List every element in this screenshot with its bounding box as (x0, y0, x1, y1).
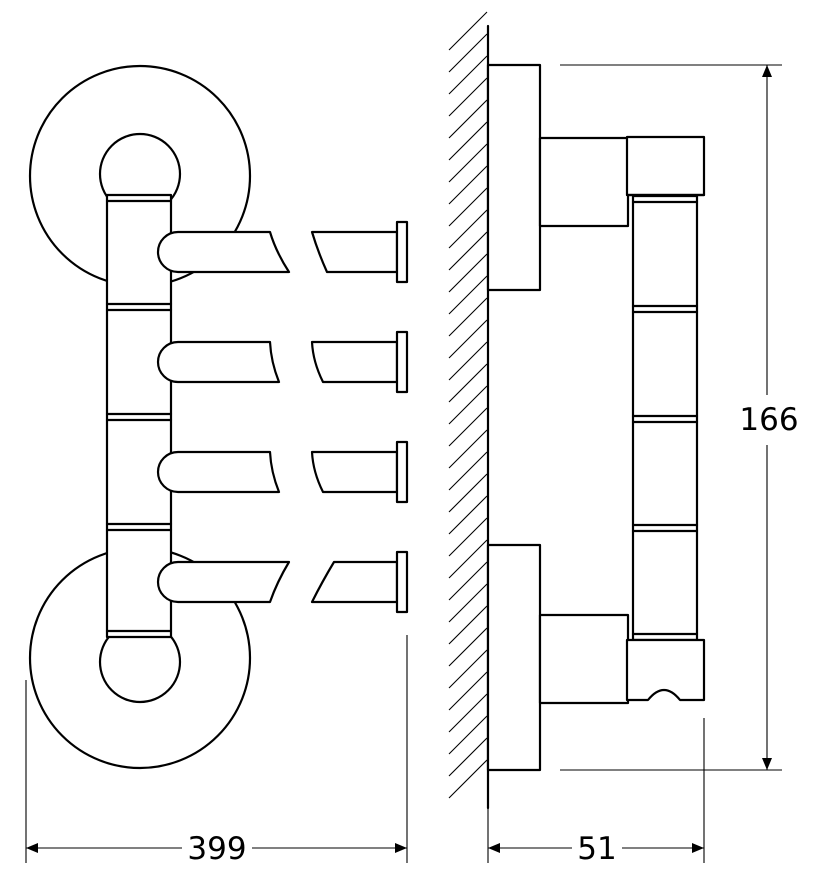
wall-hatch-line (448, 341, 488, 381)
wall-hatch-line (448, 11, 488, 51)
width-dimension: 399 (25, 635, 408, 867)
wall-hatch-line (448, 495, 488, 535)
side-view: 166 51 (448, 11, 799, 867)
wall-hatch-line (448, 55, 488, 95)
wall-hatch-line (448, 429, 488, 469)
wall-hatch-line (448, 473, 488, 513)
wall-hatch-line (448, 407, 488, 447)
wall-hatch-line (448, 561, 488, 601)
wall-hatch-line (448, 451, 488, 491)
top-bracket (538, 136, 630, 228)
wall-hatch-line (448, 121, 488, 161)
depth-label: 51 (577, 831, 616, 867)
wall-hatch-line (448, 275, 488, 315)
wall-hatch-line (448, 99, 488, 139)
rail-segments (631, 200, 699, 636)
wall-hatch-line (448, 209, 488, 249)
wall-hatch-line (448, 319, 488, 359)
wall-hatch-line (448, 33, 488, 73)
top-cap (625, 135, 706, 197)
wall-hatch-line (448, 187, 488, 227)
wall-hatch-line (448, 231, 488, 271)
wall-hatch-line (448, 649, 488, 689)
arm-1 (156, 220, 409, 284)
arm-3 (156, 440, 409, 504)
wall-hatch-line (448, 671, 488, 711)
wall-hatch-line (448, 77, 488, 117)
front-view: 399 (25, 64, 409, 867)
wall-hatch-line (448, 715, 488, 755)
depth-dimension: 51 (487, 718, 705, 867)
wall-hatch-line (448, 253, 488, 293)
post (105, 193, 173, 639)
wall-hatch-line (448, 539, 488, 579)
arm-2 (156, 330, 409, 394)
wall-hatch-line (448, 385, 488, 425)
bottom-mount-plate (486, 543, 542, 772)
wall-hatch-line (448, 759, 488, 799)
bottom-bracket (538, 613, 630, 705)
top-mount-plate (486, 63, 542, 292)
rail (631, 194, 699, 642)
wall-hatch-line (448, 297, 488, 337)
post-segments (105, 199, 173, 633)
wall (448, 11, 490, 810)
wall-hatch-line (448, 143, 488, 183)
height-dimension: 166 (560, 64, 799, 771)
wall-hatch-line (448, 363, 488, 403)
wall-hatch-line (448, 693, 488, 733)
wall-hatch-line (448, 583, 488, 623)
arm-4 (156, 550, 409, 614)
wall-hatch-line (448, 627, 488, 667)
wall-hatch-line (448, 737, 488, 777)
wall-hatch-line (448, 165, 488, 205)
height-label: 166 (739, 402, 798, 438)
width-label: 399 (187, 831, 246, 867)
wall-hatch-line (448, 605, 488, 645)
bottom-cap (625, 638, 706, 702)
wall-hatch-line (448, 517, 488, 557)
